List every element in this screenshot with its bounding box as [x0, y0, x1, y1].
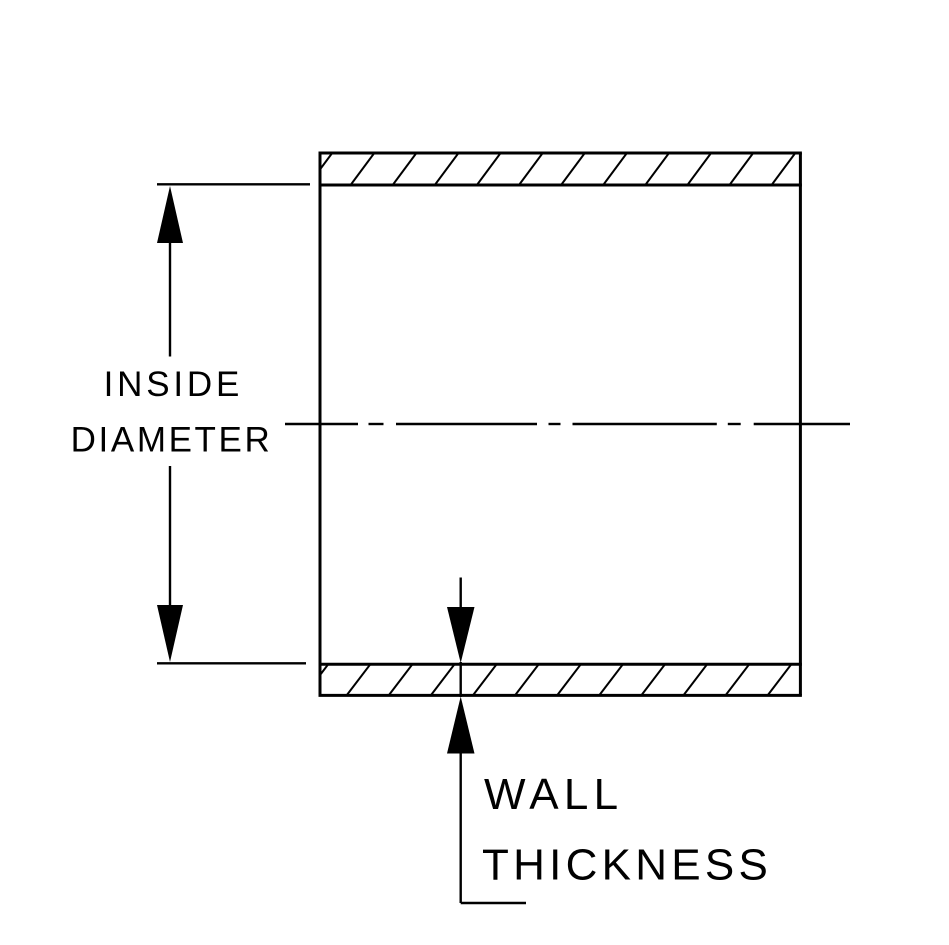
- svg-text:THICKNESS: THICKNESS: [482, 841, 772, 890]
- svg-text:INSIDE: INSIDE: [104, 365, 244, 404]
- svg-text:DIAMETER: DIAMETER: [71, 421, 273, 460]
- svg-text:WALL: WALL: [484, 770, 623, 819]
